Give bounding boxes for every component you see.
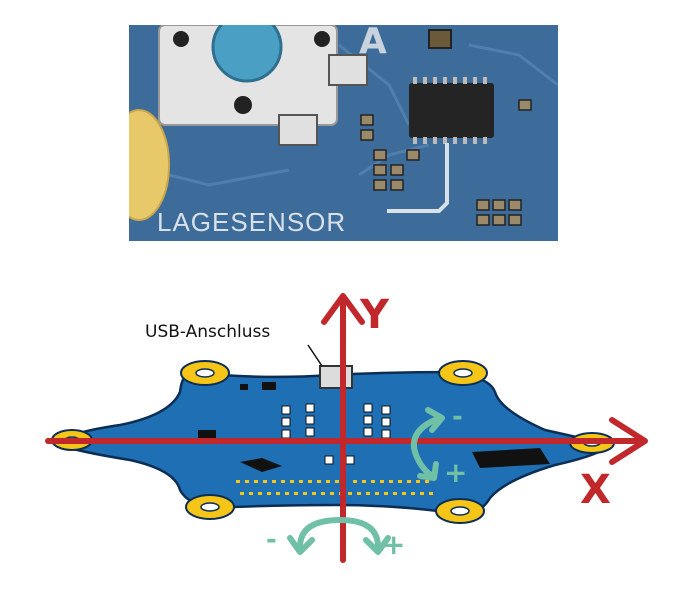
solder-dot: [380, 480, 384, 483]
y-axis-label: Y: [359, 292, 390, 338]
board-photo: A LAGESENSOR: [129, 25, 558, 241]
passive-components: [360, 99, 532, 226]
solder-dot: [299, 480, 303, 483]
solder-dot: [429, 492, 433, 495]
solder-dot: [312, 492, 316, 495]
x-axis-arrowhead: [609, 417, 648, 465]
solder-dot: [308, 480, 312, 483]
solder-dot: [366, 492, 370, 495]
solder-dot: [384, 492, 388, 495]
solder-dot: [326, 480, 330, 483]
solder-dot: [362, 480, 366, 483]
solder-dot: [276, 492, 280, 495]
solder-dot: [371, 480, 375, 483]
solder-dot: [348, 492, 352, 495]
solder-dot: [425, 480, 429, 483]
solder-dot: [416, 480, 420, 483]
usb-pointer-line: [307, 344, 323, 367]
solder-dot: [357, 492, 361, 495]
solder-dot: [398, 480, 402, 483]
solder-dot: [281, 480, 285, 483]
solder-dot: [330, 492, 334, 495]
solder-dot: [290, 480, 294, 483]
rotation-x-minus: -: [452, 402, 463, 432]
silk-line: [387, 143, 449, 213]
solder-dot: [272, 480, 276, 483]
smd-columns: [281, 403, 391, 465]
rotation-x-arc: [410, 415, 443, 479]
solder-dot: [303, 492, 307, 495]
solder-dot: [267, 492, 271, 495]
push-button: [158, 25, 368, 146]
rotation-y-plus: +: [382, 528, 405, 561]
gold-pad: [129, 109, 170, 221]
y-axis-arrowhead: [321, 293, 365, 325]
rotation-x-bottom-arrow: [417, 461, 439, 481]
solder-dot: [393, 492, 397, 495]
rotation-y-arc: [297, 516, 381, 550]
solder-dot: [254, 480, 258, 483]
solder-dot: [353, 480, 357, 483]
solder-dot: [375, 492, 379, 495]
sensor-label: LAGESENSOR: [157, 207, 346, 237]
usb-connector: [319, 365, 353, 389]
solder-dot: [402, 492, 406, 495]
solder-dot: [236, 480, 240, 483]
rotation-y-left-arrow: [287, 535, 315, 555]
solder-dot: [407, 480, 411, 483]
rotation-x-top-arrow: [425, 407, 445, 433]
solder-dot: [420, 492, 424, 495]
solder-dot: [263, 480, 267, 483]
x-axis-label: X: [580, 467, 611, 513]
solder-dot: [240, 492, 244, 495]
solder-dot: [258, 492, 262, 495]
solder-dot: [245, 480, 249, 483]
solder-dot: [285, 492, 289, 495]
silk-letter: A: [359, 25, 387, 62]
solder-dot: [389, 480, 393, 483]
smd-component: [428, 29, 452, 49]
rotation-x-plus: +: [444, 456, 467, 489]
mounting-pads: [51, 360, 615, 524]
solder-dot: [335, 480, 339, 483]
rotation-y-right-arrow: [363, 535, 391, 555]
solder-dot: [321, 492, 325, 495]
usb-label: USB-Anschluss: [145, 322, 271, 342]
rotation-y-minus: -: [266, 525, 277, 555]
chip-pins: [413, 77, 487, 144]
solder-dot: [411, 492, 415, 495]
solder-dot: [294, 492, 298, 495]
solder-dot: [249, 492, 253, 495]
board-components: [198, 382, 550, 472]
solder-dot: [317, 480, 321, 483]
sensor-chip: [409, 83, 494, 138]
